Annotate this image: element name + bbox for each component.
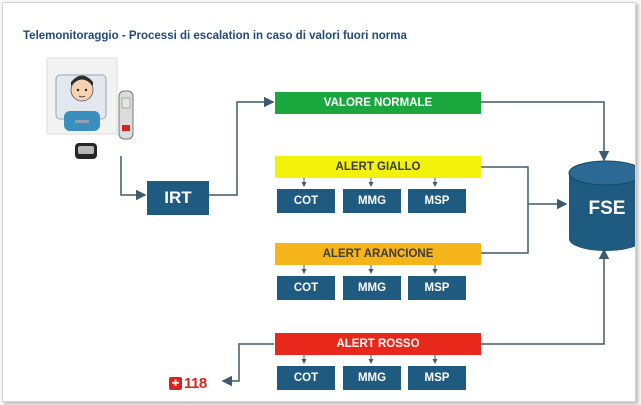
- irt-node: IRT: [147, 181, 209, 215]
- ambulance-118-icon: ✚ 118: [169, 374, 219, 392]
- database-cylinder-icon: [568, 160, 635, 251]
- role-cot-yellow: COT: [277, 189, 335, 213]
- slide: Telemonitoraggio - Processi di escalatio…: [2, 2, 636, 402]
- role-cot-orange: COT: [277, 276, 335, 300]
- role-arrows: [301, 178, 438, 364]
- role-mmg-yellow: MMG: [343, 189, 401, 213]
- connector-yellow: [481, 166, 529, 254]
- diagram-title: Telemonitoraggio - Processi di escalatio…: [23, 30, 407, 42]
- connector-red-118: [221, 343, 274, 387]
- role-mmg-orange: MMG: [343, 276, 401, 300]
- alert-normal-bar: VALORE NORMALE: [275, 92, 481, 114]
- connector-normal-fse: [481, 101, 610, 162]
- diagram-connectors: [46, 57, 635, 387]
- role-mmg-red: MMG: [343, 366, 401, 390]
- role-cot-red: COT: [277, 366, 335, 390]
- emergency-number-label: 118: [184, 374, 207, 392]
- alert-orange-bar: ALERT ARANCIONE: [275, 243, 481, 265]
- role-msp-red: MSP: [408, 366, 466, 390]
- alert-red-bar: ALERT ROSSO: [275, 333, 481, 355]
- ambulance-cross-icon: ✚: [169, 376, 182, 390]
- connector-irt-normal: [209, 96, 275, 196]
- patient-with-device-icon: [46, 57, 134, 159]
- role-msp-orange: MSP: [408, 276, 466, 300]
- alert-yellow-bar: ALERT GIALLO: [275, 156, 481, 178]
- role-msp-yellow: MSP: [408, 189, 466, 213]
- connector-patient-irt: [120, 156, 147, 201]
- connector-red-fse: [481, 248, 610, 345]
- fse-label: FSE: [588, 198, 626, 219]
